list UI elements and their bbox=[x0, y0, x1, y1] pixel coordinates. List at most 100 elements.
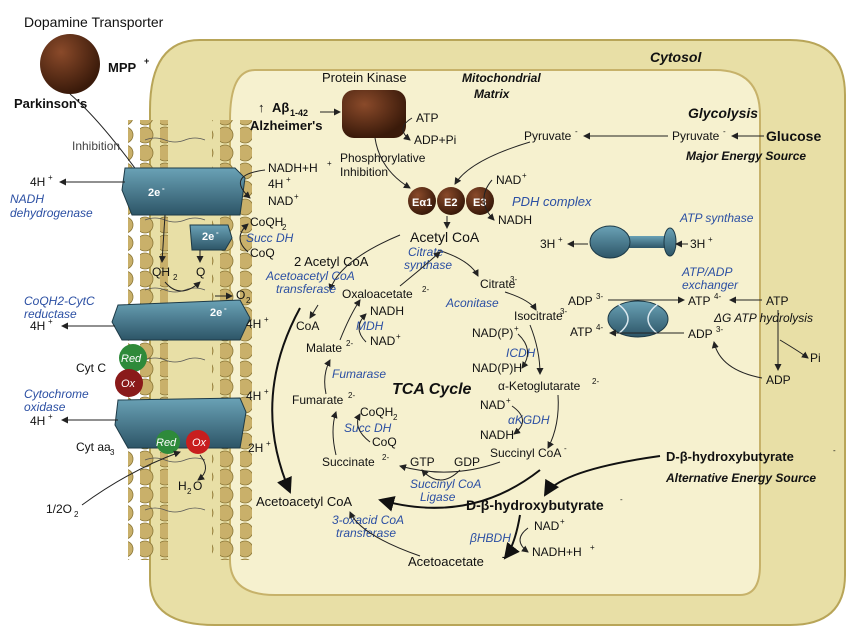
nadph-label: NAD(P)H bbox=[472, 361, 522, 375]
cytc-ox: Ox bbox=[121, 378, 136, 390]
citrate-synthase-1: Citrate bbox=[408, 245, 444, 259]
bhbdh-nadh: NADH+H bbox=[532, 545, 582, 559]
coa-label: CoA bbox=[296, 319, 319, 333]
fumarase-label: Fumarase bbox=[332, 367, 386, 381]
acetyl-coa-label: Acetyl CoA bbox=[410, 229, 480, 245]
bhbdh-nad: NAD bbox=[534, 519, 560, 533]
c1-to-qh2-arrow bbox=[158, 214, 166, 263]
akg-succinylcoa-arrow bbox=[547, 394, 559, 449]
atp4-in-sup: 4- bbox=[596, 323, 603, 332]
coqh2-cytc-2: reductase bbox=[24, 307, 77, 321]
akgdh-label: αKGDH bbox=[508, 413, 550, 427]
c2-coq: CoQ bbox=[250, 246, 275, 260]
adp-cyto: ADP bbox=[766, 373, 791, 387]
mdh-cofactor-arrow bbox=[358, 313, 367, 343]
kgdh-nadh: NADH bbox=[480, 428, 514, 442]
c4-2h-sup: + bbox=[266, 439, 271, 448]
mito-matrix-1: Mitochondrial bbox=[462, 71, 541, 85]
c3-4h-in: 4H bbox=[246, 317, 261, 331]
qh2-q-cycle bbox=[164, 281, 201, 292]
pyruvate-out-label: Pyruvate bbox=[672, 129, 720, 143]
pyruvate-in-sup: - bbox=[575, 127, 578, 136]
parkinsons-label: Parkinson's bbox=[14, 96, 87, 111]
dbhb-acetoacetyl-arrow bbox=[378, 469, 541, 512]
mpp-label: MPP bbox=[108, 60, 137, 75]
mpp-sup: + bbox=[144, 56, 149, 66]
cytc-red: Red bbox=[121, 353, 142, 365]
pdh-e3-label: E3 bbox=[473, 197, 486, 209]
akg-label: α-Ketoglutarate bbox=[498, 379, 581, 393]
cytc-ox-circle bbox=[115, 369, 143, 397]
c1-nad: NAD bbox=[268, 194, 294, 208]
c2-arrow bbox=[239, 223, 249, 253]
succinyl-coa-sup: - bbox=[564, 444, 567, 453]
pk-atp-arrow bbox=[402, 117, 413, 141]
fumarate-sup: 2- bbox=[348, 391, 355, 400]
abeta-arrow: ↑ bbox=[258, 100, 265, 115]
pk-atp: ATP bbox=[416, 111, 438, 125]
pk-adp-pi: ADP+Pi bbox=[414, 133, 456, 147]
pdh-nad: NAD bbox=[496, 173, 522, 187]
c2-succ-dh: Succ DH bbox=[246, 231, 294, 245]
c3-4h-out-sup: + bbox=[48, 317, 53, 326]
succinyl-ligase-2: Ligase bbox=[420, 490, 456, 504]
c3-2e: 2e bbox=[210, 307, 222, 319]
nadh-dehydro-1: NADH bbox=[10, 192, 44, 206]
pdh-nad-arrow bbox=[483, 179, 495, 221]
c1-nadh-arrow bbox=[239, 169, 266, 199]
major-energy-label: Major Energy Source bbox=[686, 149, 806, 163]
tca-cycle-label: TCA Cycle bbox=[392, 381, 472, 398]
gtp-label: GTP bbox=[410, 455, 435, 469]
dbhb-import-arrow bbox=[543, 455, 661, 497]
pdh-complex-label: PDH complex bbox=[512, 194, 592, 209]
qh2-sub: 2 bbox=[173, 273, 178, 282]
pdh-e3 bbox=[466, 187, 494, 215]
nadh-h-label: NADH+H bbox=[268, 161, 318, 175]
dbhb-acetoacetate-arrow bbox=[503, 514, 521, 560]
acetoacetyl-coa-label: Acetoacetyl CoA bbox=[256, 494, 352, 509]
hydrolysis-pi-arrow bbox=[779, 339, 809, 359]
icdh-label: ICDH bbox=[506, 346, 536, 360]
atp-synthase-head bbox=[589, 225, 631, 259]
two-acetyl-acetoacetyl-arrow bbox=[271, 307, 301, 494]
glucose-label: Glucose bbox=[766, 128, 821, 144]
atp-synthase-3h-in: 3H bbox=[540, 237, 555, 251]
h2o-o: O bbox=[193, 479, 202, 493]
cytaa3-label: Cyt aa bbox=[76, 440, 111, 454]
citrate-isocitrate-arrow bbox=[504, 291, 537, 311]
acetoacetate-sup: - bbox=[502, 552, 505, 562]
akg-sup: 2- bbox=[592, 377, 599, 386]
atp-synthase-stalk bbox=[618, 236, 670, 248]
oaa-citrate-arrow bbox=[399, 251, 441, 287]
succinate-sup: 2- bbox=[382, 453, 389, 462]
pdh-nad-sup: + bbox=[522, 171, 527, 180]
c4-ox: Ox bbox=[192, 437, 207, 449]
isocitrate-akg-arrow bbox=[529, 324, 544, 375]
c4-4h-in: 4H bbox=[246, 389, 261, 403]
adp3-out-sup: 3- bbox=[716, 325, 723, 334]
pdh-nadh: NADH bbox=[498, 213, 532, 227]
cytaa3-sub: 3 bbox=[110, 448, 115, 457]
sdh-coq: CoQ bbox=[372, 435, 397, 449]
succinate-label: Succinate bbox=[322, 455, 375, 469]
c3-o2: O bbox=[236, 288, 245, 302]
exchanger-arcs bbox=[617, 303, 659, 335]
phos-inhibition-label: Inhibition bbox=[340, 165, 388, 179]
nadh-h-sup: + bbox=[327, 159, 332, 168]
mdh-nad-sup: + bbox=[396, 332, 401, 341]
complex-iii bbox=[111, 299, 251, 341]
atp-cyto: ATP bbox=[766, 294, 788, 308]
c1-4h-in: 4H bbox=[268, 177, 283, 191]
oxoacid-2: transferase bbox=[336, 526, 396, 540]
pk-pdh-arrow bbox=[374, 137, 411, 189]
phosphorylative-label: Phosphorylative bbox=[340, 151, 426, 165]
atp-adp-exch-1: ATP/ADP bbox=[681, 265, 732, 279]
coqh2-cytc-1: CoQH2-CytC bbox=[24, 294, 95, 308]
atp4-in: ATP bbox=[570, 325, 592, 339]
pdh-e2-label: E2 bbox=[444, 197, 457, 209]
kgdh-cofactor-arrow bbox=[511, 405, 523, 435]
pdh-e1-label: Eα1 bbox=[412, 197, 432, 209]
citrate-label: Citrate bbox=[480, 277, 516, 291]
half-o2-label: 1/2O bbox=[46, 502, 72, 516]
